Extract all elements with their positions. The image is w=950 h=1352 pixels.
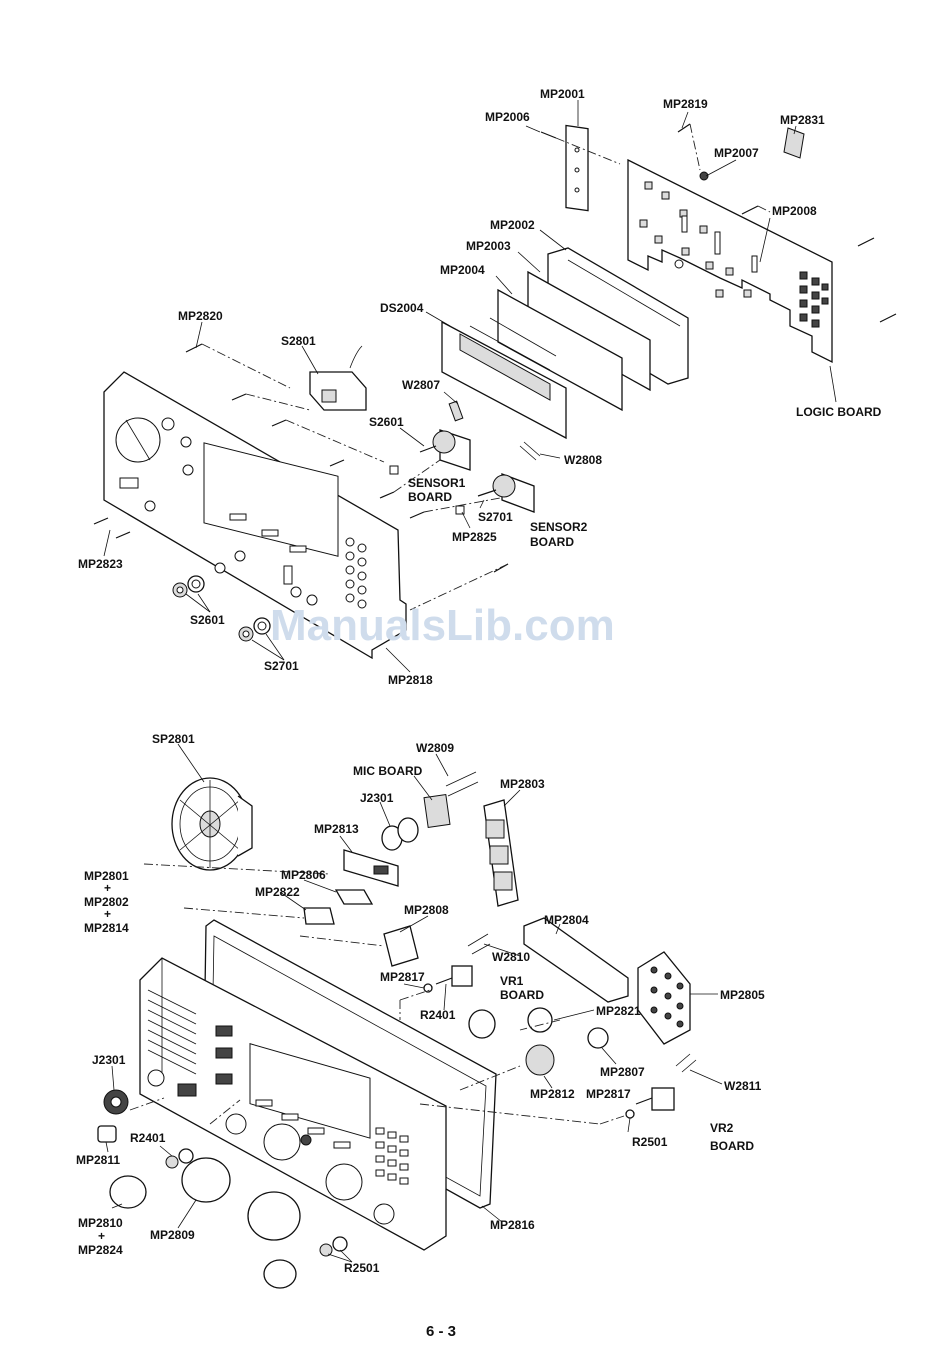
label-s2701-bot: S2701: [264, 659, 299, 673]
sensor1-board: [419, 400, 471, 471]
label-j2301-top: J2301: [360, 791, 394, 805]
label-s2601-bot: S2601: [190, 613, 225, 627]
label-mp2801: MP2801: [84, 869, 129, 883]
label-mp2831: MP2831: [780, 113, 825, 127]
label-mp2809: MP2809: [150, 1228, 195, 1242]
label-w2809: W2809: [416, 741, 454, 755]
label-mp2001: MP2001: [540, 87, 585, 101]
label-sensor2-a: SENSOR2: [530, 520, 588, 534]
label-vr2-a: VR2: [710, 1121, 734, 1135]
label-mp2004: MP2004: [440, 263, 485, 277]
nut-set-top: [172, 575, 271, 642]
label-vr1-a: VR1: [500, 974, 524, 988]
label-mp2823: MP2823: [78, 557, 123, 571]
label-mp2807: MP2807: [600, 1065, 645, 1079]
vr2-board: [625, 1053, 697, 1119]
mp2804-strip: [523, 917, 629, 1003]
label-mp2007: MP2007: [714, 146, 759, 160]
label-mp2806: MP2806: [281, 868, 326, 882]
label-s2801: S2801: [281, 334, 316, 348]
label-vr1-b: BOARD: [500, 988, 544, 1002]
label-vr2-b: BOARD: [710, 1139, 754, 1153]
label-mp2822: MP2822: [255, 885, 300, 899]
knobs-right: [468, 1007, 609, 1076]
label-mp2817-a: MP2817: [380, 970, 425, 984]
label-w2808: W2808: [564, 453, 602, 467]
leaders-top: [103, 100, 837, 673]
top-front-frame: [103, 371, 407, 660]
label-r2401-b: R2401: [130, 1131, 166, 1145]
mp2831-cap: [783, 127, 805, 159]
leaders-bottom: [105, 743, 723, 1263]
label-mp2805: MP2805: [720, 988, 765, 1002]
label-r2401-a: R2401: [420, 1008, 456, 1022]
label-logic-board: LOGIC BOARD: [796, 405, 882, 419]
logic-board: [627, 158, 833, 364]
assembly-lines-top: [201, 123, 771, 611]
page-number: 6 - 3: [426, 1323, 456, 1340]
label-sensor2-b: BOARD: [530, 535, 574, 549]
label-r2501-a: R2501: [632, 1135, 668, 1149]
sensor2-board: [477, 441, 541, 513]
label-mp2813: MP2813: [314, 822, 359, 836]
label-sensor1-a: SENSOR1: [408, 476, 466, 490]
label-mp2002: MP2002: [490, 218, 535, 232]
vr1-board: [423, 933, 491, 993]
label-mp2821: MP2821: [596, 1004, 641, 1018]
s2801-switch: [309, 345, 367, 411]
label-mp2003: MP2003: [466, 239, 511, 253]
label-w2811: W2811: [724, 1079, 762, 1093]
label-mp2814: MP2814: [84, 921, 129, 935]
label-mp2811: MP2811: [76, 1153, 120, 1167]
mp2803-strip: [483, 799, 519, 907]
front-panel: [139, 957, 447, 1251]
mp2805-knobs: [637, 951, 691, 1045]
label-w2810: W2810: [492, 950, 530, 964]
label-plus1: +: [104, 881, 111, 895]
knobs-left: [97, 1089, 348, 1289]
label-mp2006: MP2006: [485, 110, 530, 124]
label-mp2808: MP2808: [404, 903, 449, 917]
label-plus2: +: [104, 907, 111, 921]
label-mic-board: MIC BOARD: [353, 764, 423, 778]
mp2004-filter: [497, 288, 623, 412]
label-mp2819: MP2819: [663, 97, 708, 111]
label-mp2820: MP2820: [178, 309, 223, 323]
label-j2301-bot: J2301: [92, 1053, 126, 1067]
label-mp2802: MP2802: [84, 895, 129, 909]
mp2808-part: [383, 925, 419, 967]
label-r2501-b: R2501: [344, 1261, 380, 1275]
label-mp2825: MP2825: [452, 530, 497, 544]
screws-top: [93, 123, 897, 573]
label-s2601-top: S2601: [369, 415, 404, 429]
mic-board-parts: [303, 771, 479, 925]
label-mp2816: MP2816: [490, 1218, 535, 1232]
part-labels: MP2001 MP2006 MP2819 MP2831 MP2007 MP200…: [76, 87, 882, 1275]
sp2801-speaker: [171, 777, 253, 871]
label-ds2004: DS2004: [380, 301, 424, 315]
label-mp2812: MP2812: [530, 1087, 575, 1101]
label-sp2801: SP2801: [152, 732, 195, 746]
label-mp2008: MP2008: [772, 204, 817, 218]
label-sensor1-b: BOARD: [408, 490, 452, 504]
label-w2807: W2807: [402, 378, 440, 392]
label-mp2810: MP2810: [78, 1216, 123, 1230]
label-mp2803: MP2803: [500, 777, 545, 791]
watermark: ManualsLib.com: [270, 601, 615, 650]
assembly-lines-bottom: [129, 863, 625, 1125]
label-mp2804: MP2804: [544, 913, 589, 927]
label-plus3: +: [98, 1229, 105, 1243]
label-mp2817-b: MP2817: [586, 1087, 631, 1101]
label-s2701-top: S2701: [478, 510, 513, 524]
label-mp2818: MP2818: [388, 673, 433, 687]
label-mp2824: MP2824: [78, 1243, 123, 1257]
